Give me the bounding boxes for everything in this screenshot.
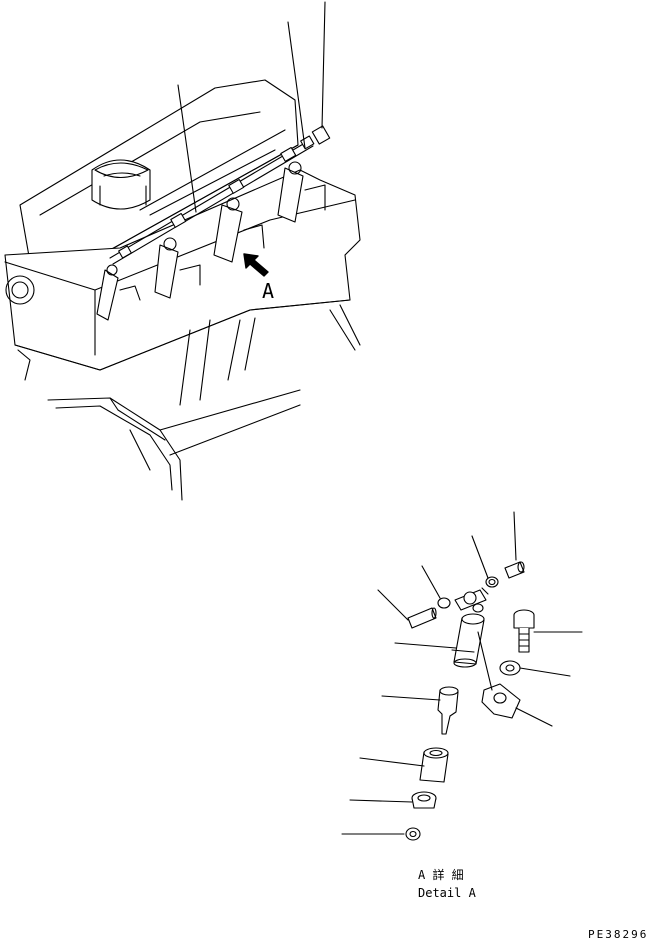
detail-title-en: Detail A (418, 886, 477, 900)
view-arrow-a (243, 253, 269, 277)
pipe-segment-part (377, 589, 437, 629)
nozzle-sleeve-part (359, 747, 449, 783)
engine-injectors (96, 161, 326, 321)
hose-clamp-part (471, 535, 499, 588)
injector-body-part (394, 613, 485, 668)
cup-seal-part (349, 791, 437, 809)
drawing-number: PE38296 (588, 928, 648, 941)
view-label-a: A (262, 279, 274, 303)
oil-filler-cap-drawing (91, 159, 151, 210)
injector-clamp-part (477, 631, 553, 727)
bolt-washer-part (499, 660, 571, 677)
detail-a-exploded-view (341, 511, 583, 841)
gasket-part (341, 827, 421, 841)
detail-title-jp: A 詳 細 (418, 867, 464, 882)
mounting-bolt-part (513, 609, 583, 653)
engine-assembly-drawing: A (4, 1, 361, 501)
banjo-fitting-part (454, 587, 489, 613)
seal-washer-part (421, 565, 451, 609)
nozzle-part (381, 686, 459, 735)
return-hose-part (504, 511, 525, 579)
